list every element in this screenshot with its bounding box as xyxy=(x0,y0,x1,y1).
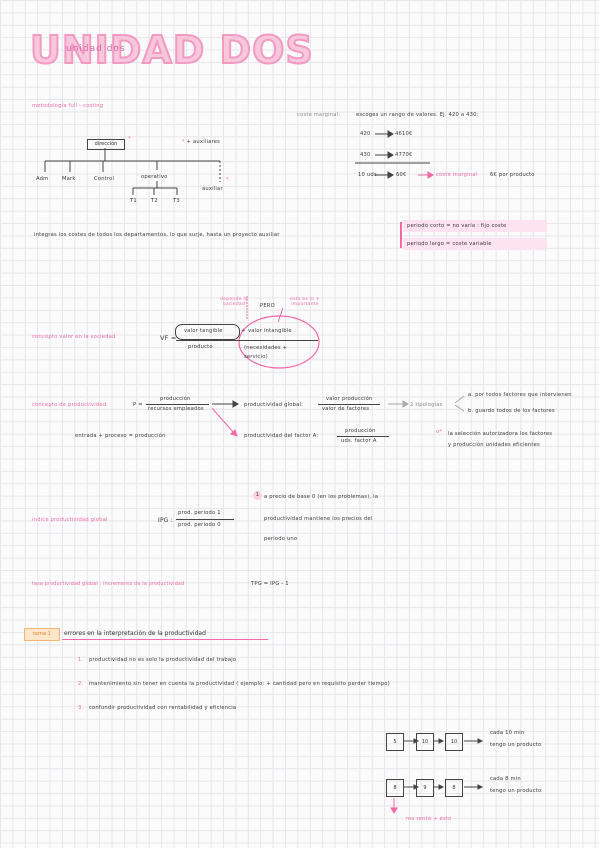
note-line-1: la selección autorizadora los factores xyxy=(448,431,553,437)
value-fraction-line xyxy=(176,340,318,341)
process-row1-box-1: 5 xyxy=(386,733,404,751)
org-root-star: * xyxy=(128,136,131,142)
process-row2-text-2: tengo un producto xyxy=(490,788,542,794)
error-1-text: productividad no es solo la productivida… xyxy=(89,657,237,663)
process-row2-box-3: 8 xyxy=(445,779,463,797)
org-sub-t3: T3 xyxy=(173,198,180,204)
value-annotation-mid: PERO xyxy=(260,303,275,309)
note-line-2: y producción unidades eficientes xyxy=(448,442,540,448)
org-note: * + auxiliares xyxy=(182,139,220,145)
topic-badge: tema 1 xyxy=(24,628,60,641)
period-short-highlight xyxy=(403,220,547,232)
global-prod-label: productividad global: xyxy=(244,402,304,408)
ipg-numerator: prod. periodo 1 xyxy=(178,510,221,516)
p-fraction-line xyxy=(146,404,209,405)
marginal-diff-euros: 60€ xyxy=(396,172,407,178)
org-auxiliar-star: * xyxy=(226,177,229,183)
process-row1-text-2: tengo un producto xyxy=(490,742,542,748)
period-short: periodo corto = no varía : fijo coste xyxy=(407,223,507,229)
org-child-mark: Mark xyxy=(62,176,76,182)
period-long: periodo largo = coste variable xyxy=(407,241,492,247)
error-2-text: mantenimiento sin tener en cuenta la pro… xyxy=(89,681,390,687)
org-root-label: dirección xyxy=(94,141,118,147)
error-3-num: 3. xyxy=(78,705,84,711)
p-equals: P = xyxy=(133,402,143,408)
ipg-note-1: a precio de base 0 (en los problemas), l… xyxy=(264,494,379,500)
errors-title: errores en la interpretación de la produ… xyxy=(64,630,206,637)
org-child-control: Control xyxy=(94,176,115,182)
value-annotation-left: depende la sociedad xyxy=(220,297,248,307)
marginal-cost-label: coste marginal: xyxy=(297,112,341,118)
process-row1-box-2: 10 xyxy=(416,733,434,751)
io-formula: entrada + proceso = producción xyxy=(75,433,166,439)
marginal-diff-label: coste marginal xyxy=(436,172,478,178)
methodology-label: metodología full - costing xyxy=(32,103,104,109)
marginal-cost-text: escoges un rango de valores. Ej. 420 a 4… xyxy=(356,112,479,118)
tangible-oval xyxy=(175,324,240,340)
productivity-label: concepto de productividad xyxy=(32,402,107,408)
marginal-row-2-b: 4770€ xyxy=(395,152,413,158)
page-title: UNIDAD DOS xyxy=(29,27,314,73)
global-fraction-line xyxy=(318,404,380,405)
integration-text: integras los costes de todos los departa… xyxy=(34,232,280,238)
partial-fraction-line xyxy=(337,436,389,437)
note-star-icon: o* xyxy=(436,429,443,435)
partial-prod-label: productividad del factor A: xyxy=(244,433,319,439)
value-plus: + xyxy=(241,328,246,334)
process-row1-text-1: cada 10 min xyxy=(490,730,525,736)
two-types: 2 tipologías xyxy=(410,402,443,408)
global-prod-den: valor de factores xyxy=(322,406,370,412)
p-numerator: producción xyxy=(160,396,191,402)
marginal-row-1-a: 420 xyxy=(360,131,371,137)
ipg-note-2: productividad mantiene los precios del xyxy=(264,516,373,522)
error-3-text: confundir productividad con rentabilidad… xyxy=(89,705,237,711)
value-tangible: valor tangible xyxy=(184,328,223,334)
ipg-label: índice productividad global xyxy=(32,517,108,523)
value-needs: (necesidades + servicio) xyxy=(244,345,288,360)
org-child-adm: Adm xyxy=(36,176,49,182)
partial-prod-num: producción xyxy=(345,428,376,434)
error-2-num: 2. xyxy=(78,681,84,687)
errors-title-underline xyxy=(62,639,268,640)
page-subtitle: unidad dos xyxy=(66,44,126,54)
tpg-formula: TPG = IPG - 1 xyxy=(251,581,289,587)
partial-prod-den: uds. factor A xyxy=(341,438,377,444)
org-note-star-icon: * xyxy=(182,139,185,145)
error-1-num: 1. xyxy=(78,657,84,663)
marginal-diff-tail: 6€ por producto xyxy=(490,172,535,178)
ipg-note-3: periodo uno xyxy=(264,536,298,542)
org-root-box: dirección xyxy=(87,139,125,150)
process-note: me renta + esto xyxy=(406,816,452,822)
process-row2-text-1: cada 8 min xyxy=(490,776,521,782)
period-long-highlight xyxy=(403,238,547,250)
value-annotation-right: esto es lo + importante xyxy=(290,297,320,307)
process-row2-box-2: 9 xyxy=(416,779,434,797)
ipg-fraction-line xyxy=(176,519,234,520)
value-intangible: valor intangible xyxy=(248,328,292,334)
ipg-equals: IPG : xyxy=(158,517,173,524)
org-note-text: + auxiliares xyxy=(186,139,221,145)
marginal-row-1-b: 4610€ xyxy=(395,131,413,137)
org-child-operativo: operativo xyxy=(141,174,168,180)
marginal-diff-units: 10 uds xyxy=(358,172,377,178)
process-row2-box-1: 8 xyxy=(386,779,404,797)
global-prod-num: valor producción xyxy=(326,396,373,402)
vf-equals: VF = xyxy=(160,334,177,342)
process-row1-box-3: 10 xyxy=(445,733,463,751)
type-1: a. por todos factores que intervienen xyxy=(468,392,572,398)
p-denominator: recursos empleados xyxy=(148,406,204,412)
tpg-label: tasa productividad global : incremento d… xyxy=(32,582,185,587)
type-2: b. guardo todos de los factores xyxy=(468,408,555,414)
ipg-note-number-badge: 1 xyxy=(253,491,262,500)
marginal-row-2-a: 430 xyxy=(360,152,371,158)
org-sub-t1: T1 xyxy=(130,198,137,204)
value-concept-label: concepto valor en la sociedad xyxy=(32,334,116,340)
org-sub-t2: T2 xyxy=(151,198,158,204)
org-child-auxiliar: auxiliar xyxy=(202,186,223,192)
ipg-denominator: prod. periodo 0 xyxy=(178,522,221,528)
value-product: producto xyxy=(188,344,213,350)
